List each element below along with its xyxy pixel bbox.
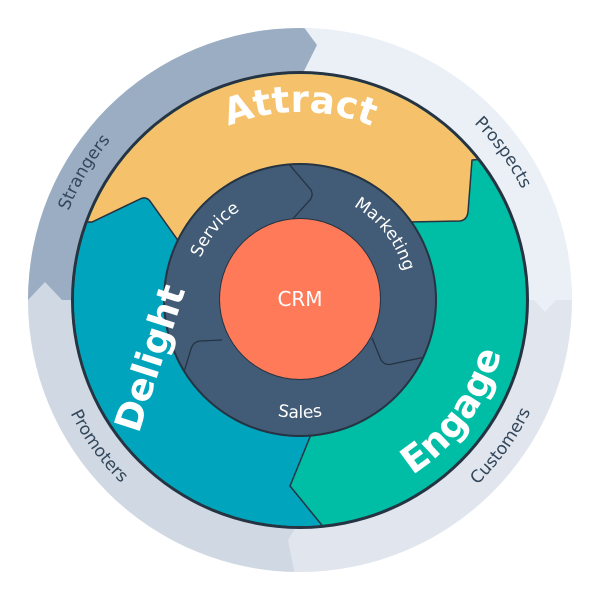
inner-label-sales-text: Sales	[277, 401, 324, 423]
crm-label: CRM	[277, 287, 322, 311]
inner-divider-sales-service	[183, 339, 223, 373]
crm-hub	[220, 219, 380, 379]
inner-label-sales: Sales	[277, 401, 324, 423]
inner-divider-marketing-sales	[371, 337, 431, 366]
inner-divider-service-marketing	[287, 165, 313, 223]
